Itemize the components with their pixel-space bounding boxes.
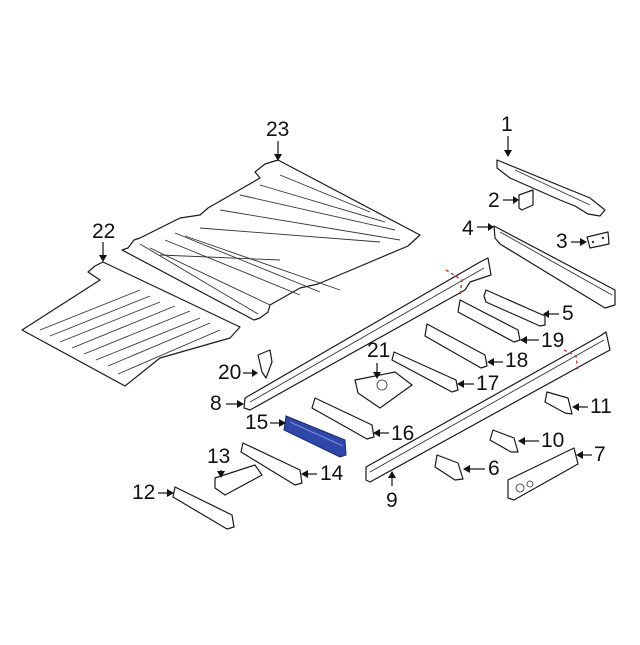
callout-16-arrow: [373, 429, 389, 437]
callout-8-arrow: [226, 400, 244, 408]
callout-label-23[interactable]: 23: [266, 118, 290, 141]
callout-label-6[interactable]: 6: [488, 457, 500, 480]
part-7-panel[interactable]: [507, 447, 579, 501]
callout-label-12[interactable]: 12: [132, 481, 156, 504]
callout-2-arrow: [503, 196, 519, 204]
callout-label-20[interactable]: 20: [218, 361, 242, 384]
callout-3-arrow: [571, 238, 587, 246]
part-17-crossmember[interactable]: [391, 351, 459, 393]
part-2-bracket[interactable]: [518, 189, 534, 211]
callout-20-arrow: [243, 369, 258, 377]
part-19-crossmember[interactable]: [457, 299, 521, 343]
callout-label-21[interactable]: 21: [367, 339, 391, 362]
callout-label-18[interactable]: 18: [505, 349, 529, 372]
part-18-crossmember[interactable]: [424, 323, 488, 369]
part-21-plate[interactable]: [354, 371, 413, 409]
part-23-rear-floor-pan[interactable]: [121, 159, 421, 321]
part-11-bracket[interactable]: [544, 391, 573, 415]
callout-label-5[interactable]: 5: [562, 302, 574, 325]
callout-label-14[interactable]: 14: [320, 462, 344, 485]
part-5-crossmember[interactable]: [483, 289, 546, 327]
part-13-bracket[interactable]: [214, 464, 263, 496]
callout-label-7[interactable]: 7: [594, 443, 606, 466]
part-10-bracket[interactable]: [489, 429, 519, 453]
part-8-side-rail[interactable]: [243, 257, 492, 411]
callout-21-arrow: [373, 363, 381, 379]
callout-22-arrow: [99, 242, 107, 262]
part-4-crossmember[interactable]: [493, 225, 616, 309]
part-9-side-rail[interactable]: [365, 331, 611, 483]
part-20-bracket[interactable]: [257, 349, 273, 379]
part-3-bracket[interactable]: [586, 231, 610, 249]
callout-11-arrow: [572, 403, 588, 411]
callout-6-arrow: [463, 465, 485, 473]
callout-label-9[interactable]: 9: [386, 489, 398, 512]
callout-label-4[interactable]: 4: [462, 217, 474, 240]
callout-label-8[interactable]: 8: [210, 392, 222, 415]
callout-label-3[interactable]: 3: [556, 230, 568, 253]
callout-7-arrow: [576, 451, 592, 459]
callout-18-arrow: [487, 358, 503, 366]
callout-label-19[interactable]: 19: [541, 329, 565, 352]
callout-label-1[interactable]: 1: [501, 113, 513, 136]
part-16-crossmember[interactable]: [311, 397, 375, 440]
callout-label-22[interactable]: 22: [92, 220, 116, 243]
cut-line-left: [445, 269, 463, 297]
callout-15-arrow: [270, 419, 286, 427]
callout-label-10[interactable]: 10: [541, 429, 565, 452]
part-22-front-floor-pan[interactable]: [21, 261, 241, 387]
callout-10-arrow: [518, 437, 539, 445]
callout-1-arrow: [504, 136, 512, 157]
part-6-bracket[interactable]: [434, 454, 464, 481]
part-14-crossmember[interactable]: [240, 442, 303, 486]
callout-9-arrow: [388, 471, 396, 486]
part-12-crossmember[interactable]: [172, 486, 235, 530]
callout-5-arrow: [543, 310, 559, 318]
callout-14-arrow: [301, 470, 317, 478]
callout-12-arrow: [158, 489, 174, 497]
callout-label-2[interactable]: 2: [488, 189, 500, 212]
callout-label-15[interactable]: 15: [245, 411, 269, 434]
callout-label-13[interactable]: 13: [207, 445, 231, 468]
callout-17-arrow: [457, 380, 474, 388]
callout-19-arrow: [520, 336, 539, 344]
callout-4-arrow: [477, 223, 494, 231]
callout-13-arrow: [217, 470, 225, 478]
part-15-crossmember-highlighted[interactable]: [283, 415, 347, 458]
callout-23-arrow: [274, 141, 282, 161]
part-1-rear-panel[interactable]: [496, 159, 606, 217]
callout-label-11[interactable]: 11: [590, 395, 612, 418]
callout-label-17[interactable]: 17: [476, 372, 500, 395]
cut-line-right: [563, 349, 579, 373]
callout-label-16[interactable]: 16: [391, 422, 415, 445]
